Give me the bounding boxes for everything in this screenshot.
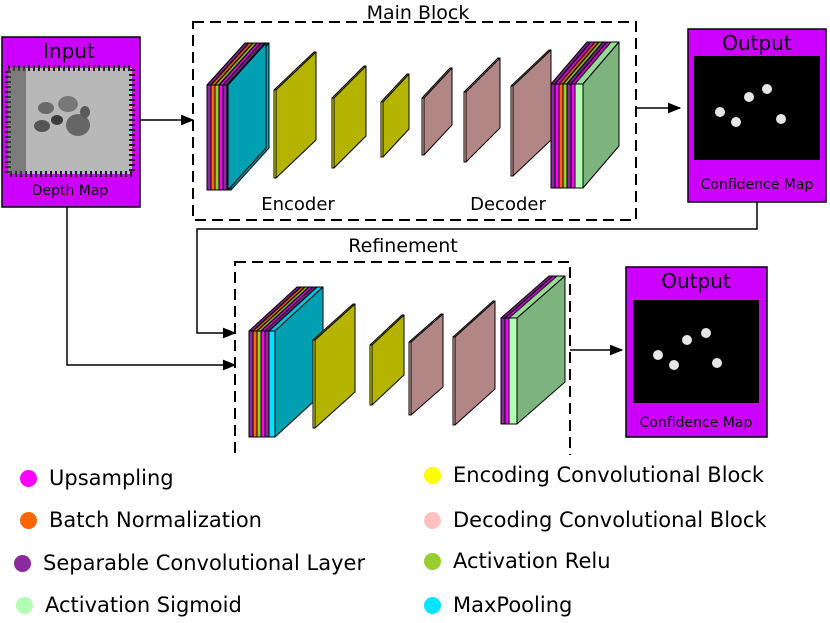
arrow-input-to-refinement bbox=[66, 207, 237, 371]
depth-map-image bbox=[5, 65, 135, 177]
encoding-block-1 bbox=[273, 51, 317, 179]
refinement-encoding-1 bbox=[312, 303, 356, 429]
legend-label: MaxPooling bbox=[453, 593, 573, 617]
legend-item-encoding: Encoding Convolutional Block bbox=[424, 461, 764, 489]
decoder-label: Decoder bbox=[470, 194, 546, 215]
refinement-layers bbox=[248, 275, 566, 438]
input-title: Input bbox=[43, 39, 95, 63]
output-caption-refinement: Confidence Map bbox=[640, 415, 753, 431]
legend-label: Upsampling bbox=[49, 466, 174, 490]
encoding-block-3 bbox=[380, 73, 410, 158]
decoder-stack-final bbox=[550, 41, 620, 189]
maxpool-slab bbox=[227, 42, 267, 191]
confidence-map-image-main bbox=[694, 56, 820, 160]
legend-item-upsampling: Upsampling bbox=[20, 464, 174, 492]
maxpool-dot-icon bbox=[424, 596, 441, 614]
refinement-label: Refinement bbox=[348, 235, 457, 257]
decoding-block-1 bbox=[421, 67, 453, 156]
legend-label: Batch Normalization bbox=[49, 508, 262, 532]
refinement-frame bbox=[234, 261, 571, 455]
decoding-block-3 bbox=[510, 49, 552, 177]
legend-item-decoding: Decoding Convolutional Block bbox=[424, 506, 767, 534]
decoding-dot-icon bbox=[424, 511, 441, 529]
legend-label: Decoding Convolutional Block bbox=[453, 508, 767, 532]
legend-label: Separable Convolutional Layer bbox=[43, 551, 366, 575]
arrow-output-to-refinement bbox=[196, 202, 758, 339]
refinement-encoding-2 bbox=[369, 314, 405, 406]
legend-item-maxpool: MaxPooling bbox=[424, 591, 572, 619]
encoding-dot-icon bbox=[424, 466, 441, 484]
legend-label: Activation Relu bbox=[453, 549, 611, 573]
encoder-label: Encoder bbox=[261, 194, 335, 215]
input-caption: Depth Map bbox=[32, 183, 109, 199]
separable-dot-icon bbox=[14, 554, 31, 572]
architecture-diagram: Input Depth Map Main Block Encoder Decod… bbox=[1, 2, 827, 455]
refinement-stack-1 bbox=[248, 286, 324, 438]
refinement-decoding-1 bbox=[408, 313, 444, 416]
sigmoid-dot-icon bbox=[16, 596, 33, 614]
confidence-peaks-main bbox=[715, 84, 786, 127]
encoding-block-2 bbox=[331, 65, 367, 169]
legend-label: Encoding Convolutional Block bbox=[453, 463, 765, 487]
main-block-layers bbox=[206, 41, 620, 191]
refinement-decoding-2 bbox=[452, 300, 496, 426]
batch-norm-dot-icon bbox=[20, 511, 37, 529]
upsampling-dot-icon bbox=[20, 469, 37, 487]
legend: Upsampling Encoding Convolutional Block … bbox=[0, 455, 830, 623]
confidence-peaks-refinement bbox=[653, 328, 722, 370]
main-block-label: Main Block bbox=[367, 2, 470, 24]
output-caption-main: Confidence Map bbox=[701, 177, 814, 193]
legend-item-batch-norm: Batch Normalization bbox=[20, 506, 262, 534]
decoding-block-2 bbox=[463, 57, 501, 163]
refinement-stack-final bbox=[500, 275, 566, 425]
refinement-stack-final-main-layer bbox=[508, 275, 566, 425]
output-block-main: Output Confidence Map bbox=[687, 28, 827, 203]
legend-item-sigmoid: Activation Sigmoid bbox=[16, 591, 242, 619]
legend-item-relu: Activation Relu bbox=[424, 547, 611, 575]
connection-arrows bbox=[66, 102, 758, 371]
output-block-refinement: Output Confidence Map bbox=[625, 266, 768, 438]
legend-item-separable: Separable Convolutional Layer bbox=[14, 549, 365, 577]
relu-dot-icon bbox=[424, 552, 441, 570]
input-block: Input Depth Map bbox=[1, 36, 141, 208]
output-title-main: Output bbox=[722, 31, 792, 55]
confidence-map-image-refinement bbox=[633, 300, 759, 403]
refinement-stack-1-main-layer bbox=[268, 286, 324, 438]
decoder-stack-final-main-layer bbox=[574, 41, 620, 189]
legend-label: Activation Sigmoid bbox=[45, 593, 242, 617]
output-title-refinement: Output bbox=[661, 269, 731, 293]
